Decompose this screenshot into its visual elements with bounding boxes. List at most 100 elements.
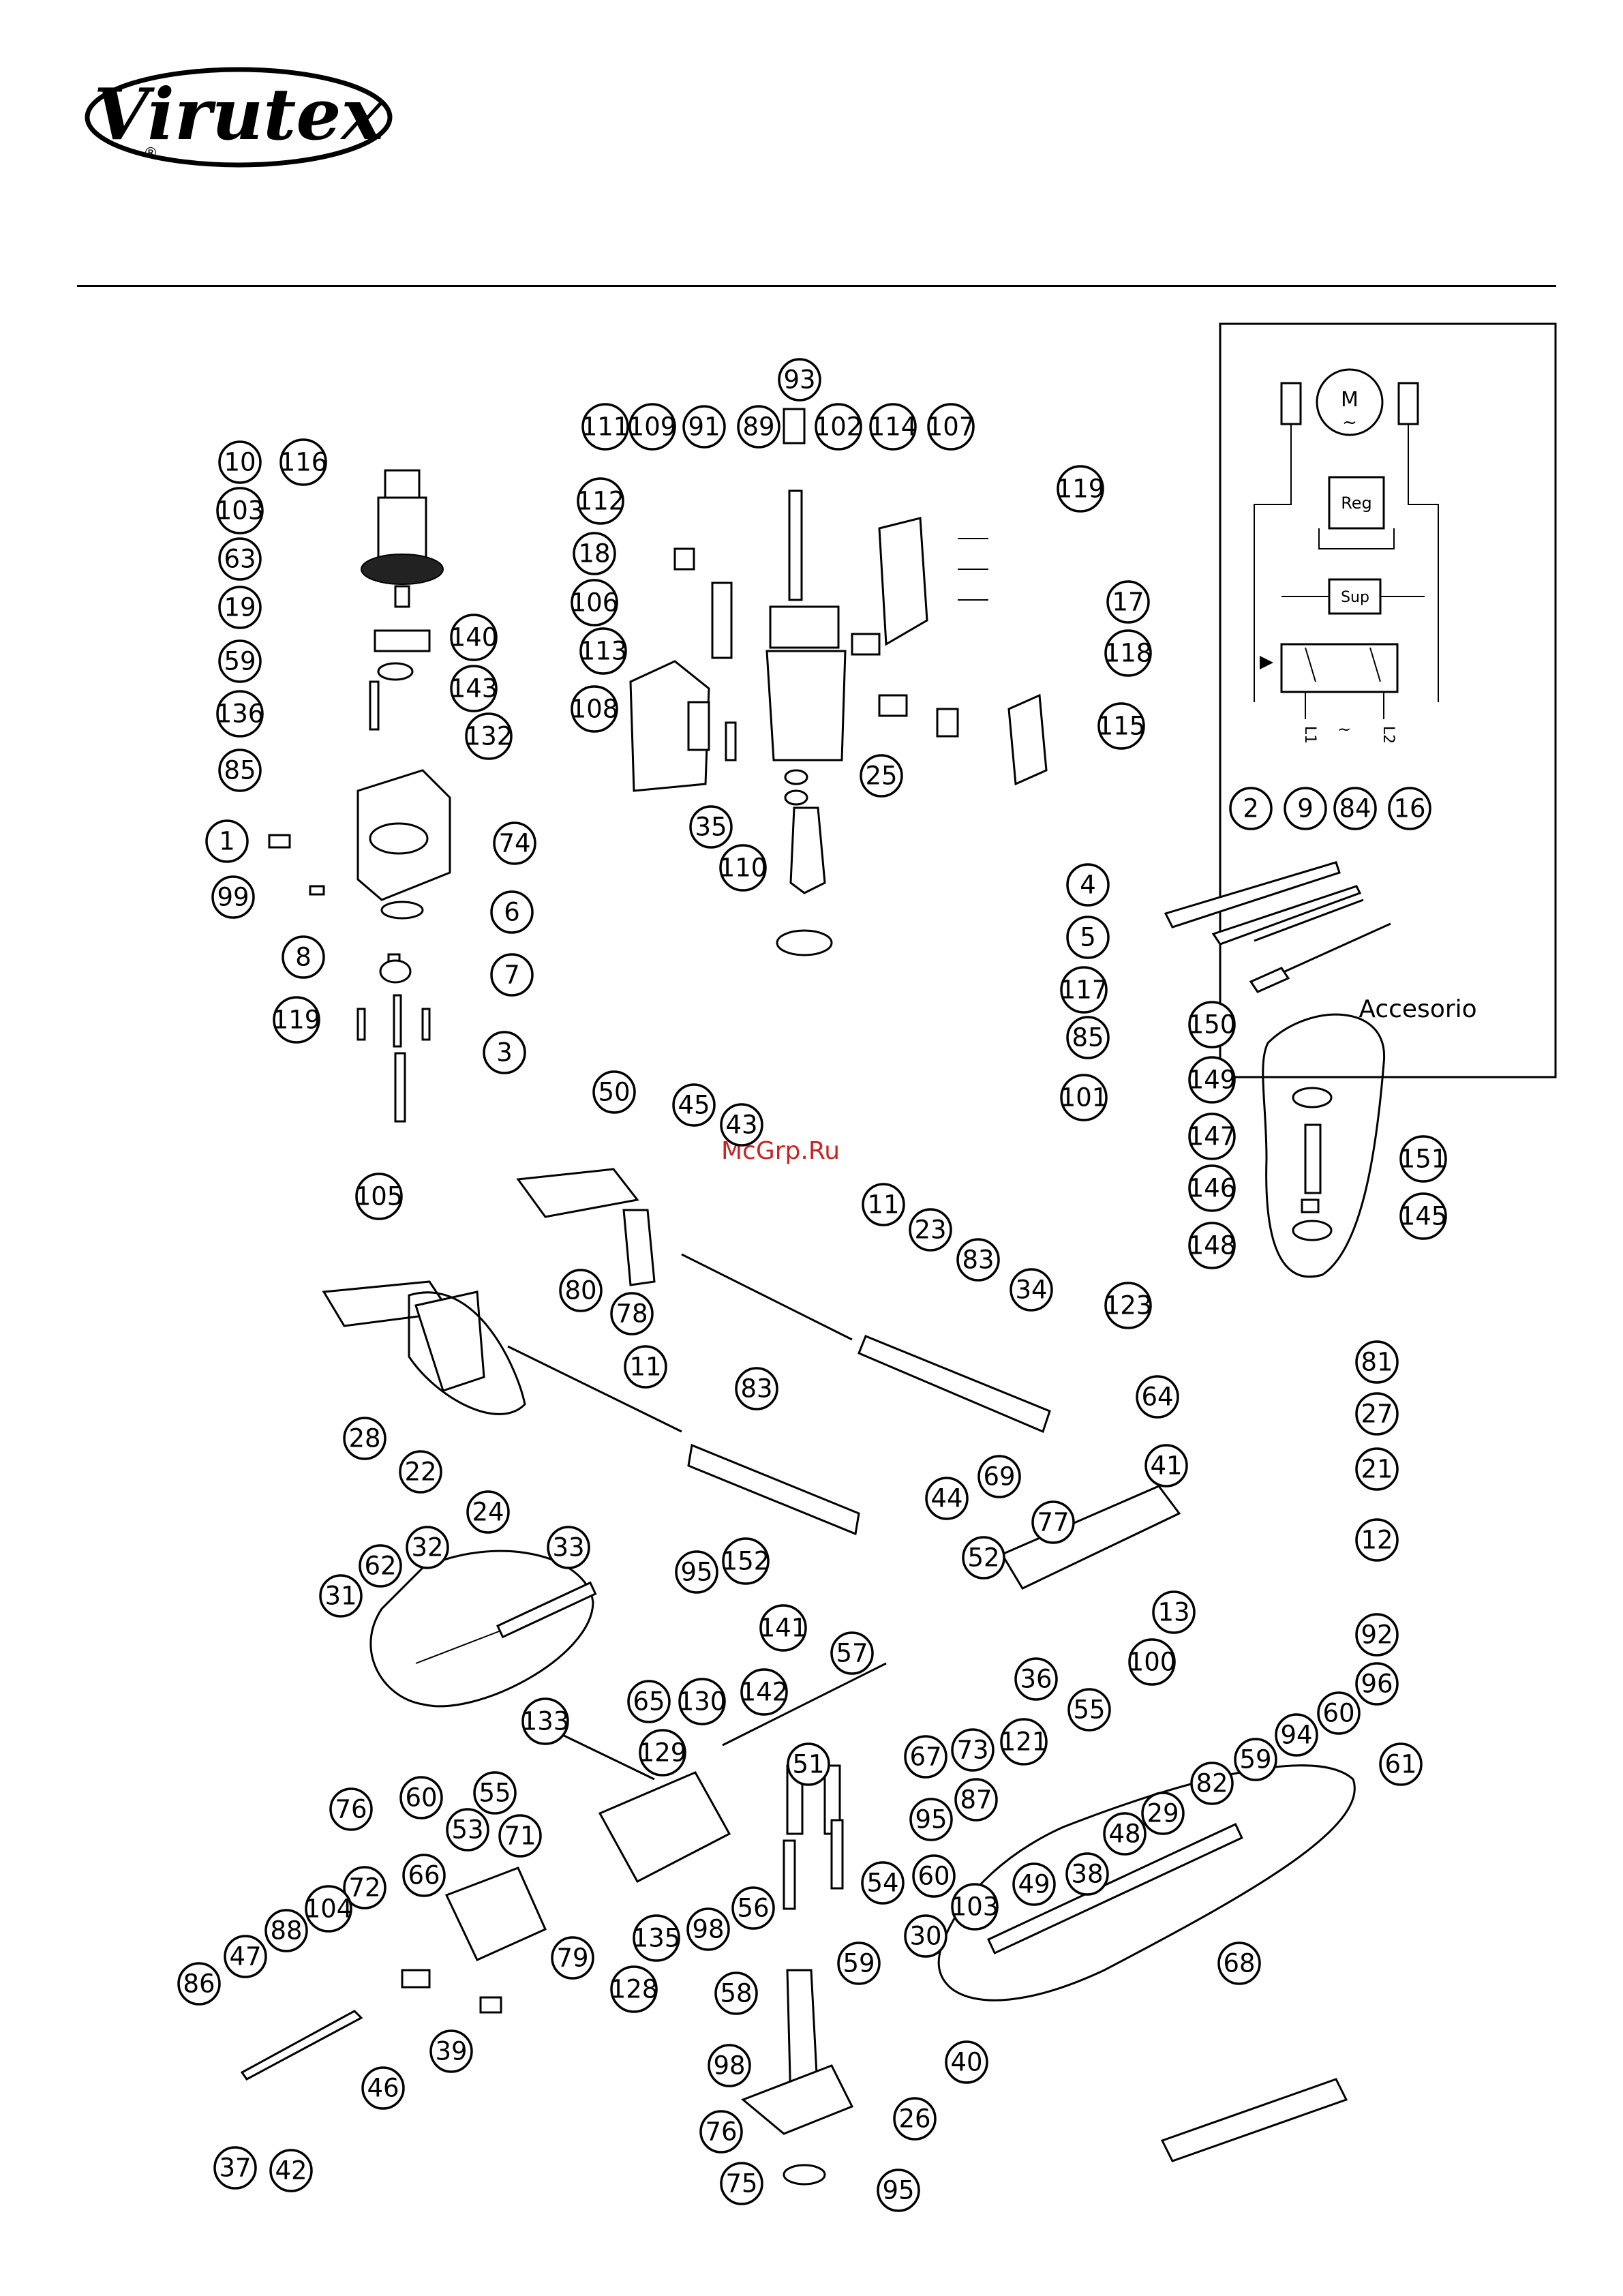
callout-number: 84 [1339, 794, 1371, 824]
callout-number: 147 [1188, 1122, 1237, 1151]
callout-circle [682, 405, 726, 449]
callout-57: 57 [830, 1631, 874, 1675]
callout-35: 35 [689, 805, 733, 849]
callout-number: 31 [324, 1582, 357, 1611]
callout-75: 75 [720, 2162, 763, 2205]
callout-circle [1141, 1792, 1185, 1835]
callout-number: 25 [865, 761, 897, 791]
callout-number: 11 [629, 1353, 661, 1382]
callout-number: 68 [1223, 1949, 1255, 1978]
callout-143: 143 [450, 665, 498, 712]
callout-76: 76 [699, 2110, 743, 2154]
callout-number: 47 [229, 1942, 261, 1972]
callout-circle [740, 1668, 788, 1716]
callout-number: 140 [450, 623, 498, 652]
callout-30: 30 [904, 1914, 947, 1958]
callout-circle [1097, 702, 1145, 750]
callout-number: 66 [408, 1861, 440, 1890]
callout-41: 41 [1144, 1444, 1188, 1487]
accessory-outline [1262, 1013, 1385, 1278]
rail-lower [687, 1443, 860, 1536]
motor-label: M [1341, 388, 1359, 412]
callout-circle [216, 487, 264, 534]
callout-circle [1190, 1762, 1234, 1805]
callout-circle [737, 405, 780, 449]
callout-number: 111 [581, 412, 630, 442]
callout-62: 62 [359, 1544, 402, 1588]
callout-150: 150 [1188, 1001, 1237, 1048]
callout-circle [1217, 1942, 1261, 1985]
callout-number: 103 [216, 496, 264, 526]
callout-number: 109 [628, 412, 677, 442]
callout-circle [1355, 1447, 1399, 1491]
stop-bar [240, 2010, 363, 2081]
callout-13: 13 [1152, 1590, 1196, 1634]
callout-123: 123 [1104, 1282, 1152, 1329]
callout-circle [343, 1417, 386, 1460]
callout-circle [547, 1526, 590, 1569]
switch-block [1280, 643, 1399, 693]
callout-number: 52 [967, 1543, 999, 1573]
callout-circle [909, 1208, 952, 1252]
wrench [1164, 861, 1341, 928]
callout-number: 21 [1361, 1455, 1393, 1484]
callout-number: 136 [216, 699, 264, 729]
callout-number: 35 [695, 813, 727, 842]
callout-circle [815, 403, 862, 451]
callout-147: 147 [1188, 1113, 1237, 1160]
callout-circle [720, 2162, 763, 2205]
terminal-l1: L1 [1301, 726, 1318, 744]
callout-circle [1188, 1001, 1236, 1048]
callout-53: 53 [446, 1808, 489, 1852]
callout-74: 74 [493, 821, 536, 865]
callout-55: 55 [473, 1771, 517, 1815]
callout-26: 26 [893, 2097, 937, 2141]
callout-circle [273, 996, 320, 1044]
callout-49: 49 [1012, 1862, 1056, 1906]
callout-circle [465, 712, 513, 760]
callout-number: 91 [688, 412, 720, 442]
stator [789, 806, 826, 894]
callout-number: 96 [1361, 1670, 1393, 1699]
callout-number: 101 [1060, 1083, 1108, 1113]
callout-number: 74 [498, 829, 530, 858]
callout-circle [904, 1735, 947, 1779]
callout-number: 113 [579, 637, 628, 666]
terminal-l2: L2 [1380, 726, 1397, 744]
callout-circle [1060, 1074, 1108, 1121]
callout-number: 87 [960, 1785, 992, 1815]
callout-72: 72 [343, 1866, 386, 1909]
callout-19: 19 [218, 586, 262, 629]
callout-117: 117 [1060, 966, 1108, 1014]
callout-93: 93 [778, 358, 821, 402]
callout-number: 110 [719, 854, 768, 883]
callout-circle [722, 1537, 770, 1585]
callout-129: 129 [639, 1729, 686, 1777]
callout-circle [869, 403, 917, 451]
callout-number: 150 [1188, 1010, 1237, 1040]
callout-number: 2 [1243, 794, 1259, 824]
callout-circle [1229, 787, 1273, 830]
callout-circle [1355, 1340, 1399, 1384]
callout-number: 75 [725, 2169, 757, 2199]
callout-number: 23 [914, 1215, 946, 1245]
callout-115: 115 [1097, 702, 1145, 750]
suppressor-label: Sup [1341, 589, 1369, 606]
callout-circle [759, 1604, 807, 1652]
callout-17: 17 [1106, 580, 1150, 624]
callout-number: 135 [633, 1924, 681, 1953]
callout-number: 54 [866, 1869, 898, 1898]
callout-22: 22 [399, 1450, 442, 1494]
callout-number: 3 [496, 1038, 513, 1068]
callout-16: 16 [1388, 787, 1431, 830]
callout-circle [1106, 580, 1150, 624]
callout-circle [628, 403, 676, 451]
callout-21: 21 [1355, 1447, 1399, 1491]
callout-circle [830, 1631, 874, 1675]
callout-circle [1066, 1016, 1110, 1059]
header-rule [77, 285, 1556, 287]
callout-50: 50 [592, 1070, 636, 1114]
callout-number: 93 [783, 365, 815, 395]
callout-circle [686, 1907, 730, 1951]
callout-18: 18 [573, 532, 616, 575]
